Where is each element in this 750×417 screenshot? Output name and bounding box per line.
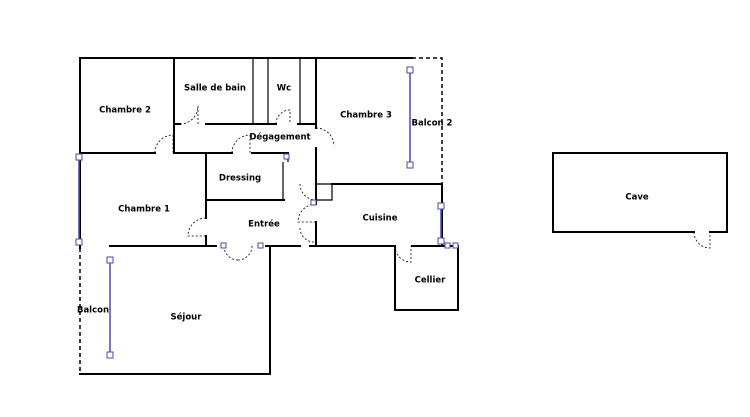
interior-walls xyxy=(79,57,459,311)
exterior-walls xyxy=(79,57,443,375)
windows xyxy=(75,66,459,359)
cave-room xyxy=(552,152,728,249)
label-wc: Wc xyxy=(277,84,291,94)
label-chambre-3: Chambre 3 xyxy=(340,111,392,121)
label-balcon: Balcon xyxy=(77,306,109,316)
label-cellier: Cellier xyxy=(415,276,447,286)
label-dressing: Dressing xyxy=(219,174,261,184)
balcony-outlines xyxy=(79,57,443,374)
label-chambre-2: Chambre 2 xyxy=(99,106,151,116)
label-cave: Cave xyxy=(625,193,649,203)
label-cuisine: Cuisine xyxy=(363,214,398,224)
label-salle-de-bain: Salle de bain xyxy=(184,84,246,94)
label-entree: Entrée xyxy=(248,219,280,230)
label-balcon-2: Balcon 2 xyxy=(412,119,453,129)
label-chambre-1: Chambre 1 xyxy=(118,205,170,215)
label-sejour: Séjour xyxy=(171,312,203,323)
label-degagement: Dégagement xyxy=(249,132,310,143)
